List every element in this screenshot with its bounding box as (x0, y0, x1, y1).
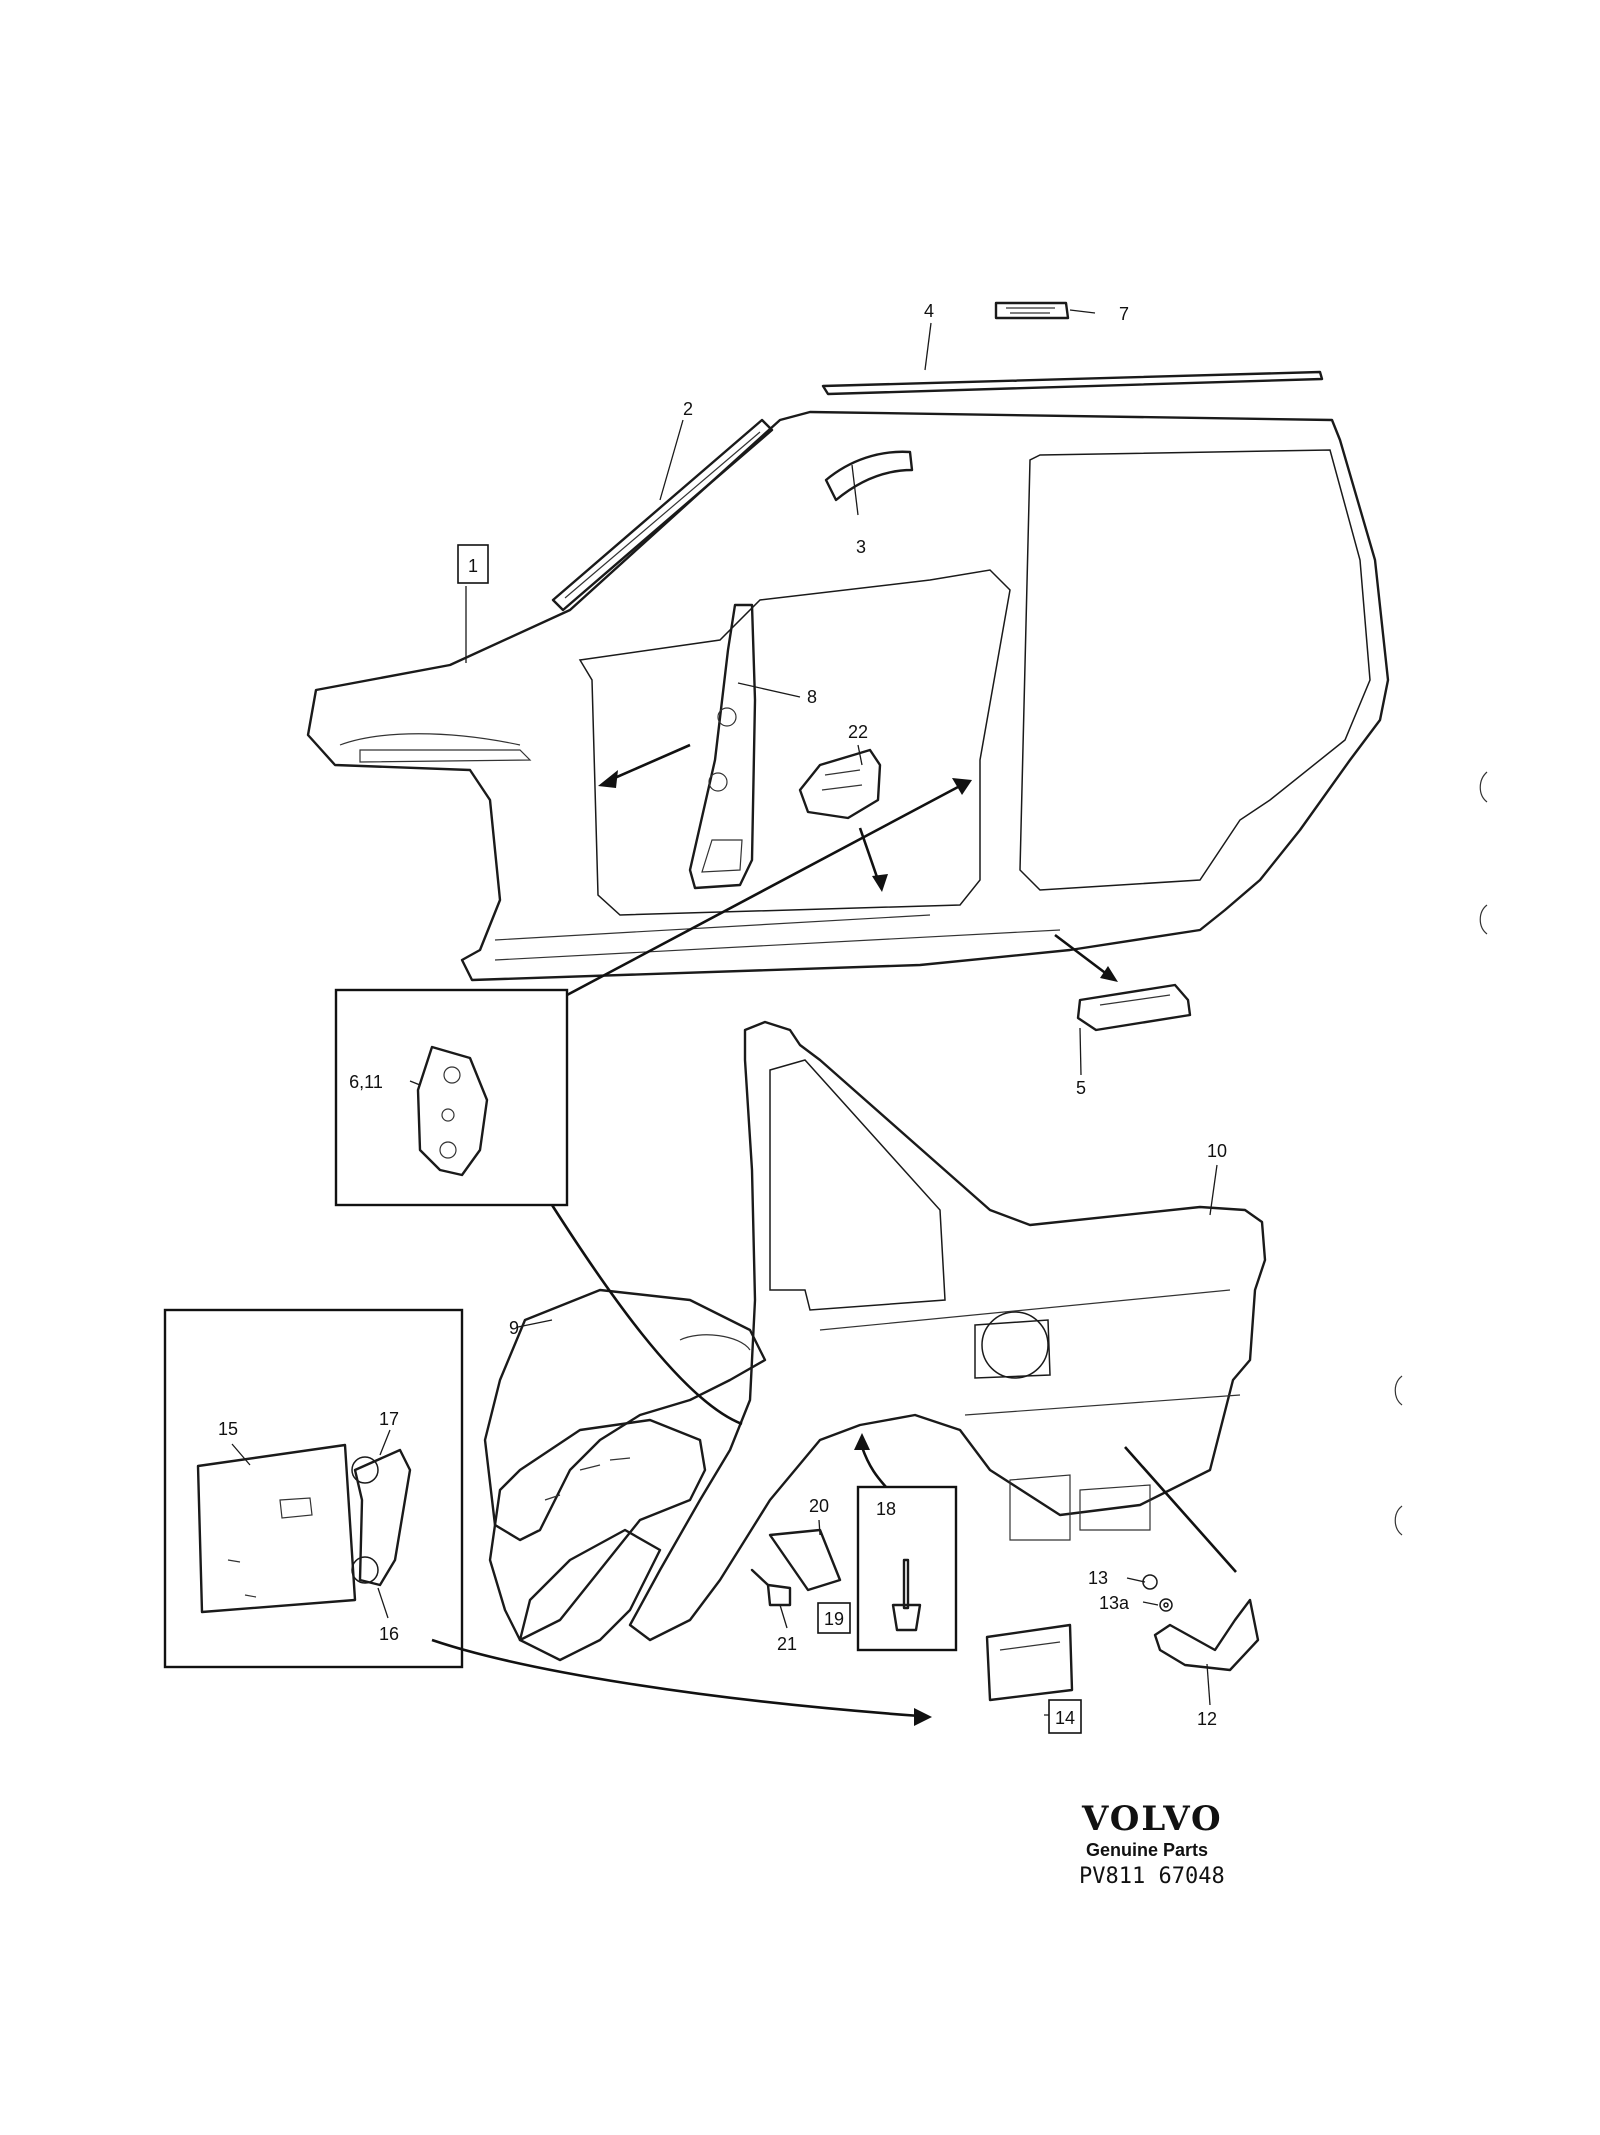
label-13a: 13a (1099, 1593, 1130, 1613)
part-4-roof-strip (821, 370, 1324, 396)
label-2: 2 (683, 399, 693, 419)
label-1: 1 (468, 556, 478, 576)
part-7-bracket (994, 301, 1070, 320)
tag-box-1 (457, 544, 489, 584)
part-2-pillar-strip (551, 418, 774, 612)
label-16: 16 (379, 1624, 399, 1644)
label-6-11: 6,11 (349, 1072, 383, 1092)
part-20-gusset (768, 1528, 842, 1592)
label-10: 10 (1207, 1141, 1227, 1161)
part-number: PV811 67048 (1079, 1864, 1225, 1889)
part-12-bracket (1153, 1598, 1260, 1672)
label-14: 14 (1055, 1708, 1075, 1728)
part-3-reinforcement (824, 450, 914, 502)
brand-subtitle: Genuine Parts (1086, 1840, 1208, 1860)
label-15: 15 (218, 1419, 238, 1439)
margin-marks (1394, 771, 1488, 1536)
callout-lines (231, 309, 1218, 1716)
brand-logo: VOLVO (1081, 1799, 1223, 1839)
tag-box-14 (1048, 1699, 1082, 1734)
label-19: 19 (824, 1609, 844, 1629)
part-1-body-side (306, 410, 1390, 982)
label-17: 17 (379, 1409, 399, 1429)
label-4: 4 (924, 301, 934, 321)
label-7: 7 (1119, 304, 1129, 324)
label-20: 20 (809, 1496, 829, 1516)
detail-box-15-16-17 (163, 1308, 464, 1669)
label-9: 9 (509, 1318, 519, 1338)
part-10-rear-quarter (628, 1020, 1267, 1642)
detail-box-18 (856, 1485, 958, 1652)
part-5-sill-plate (1076, 983, 1192, 1032)
arrows (431, 743, 1237, 1726)
label-5: 5 (1076, 1078, 1086, 1098)
label-3: 3 (856, 537, 866, 557)
part-22-bracket (798, 748, 882, 820)
label-22: 22 (848, 722, 868, 742)
detail-box-6-11 (334, 988, 569, 1207)
part-13-fasteners (1142, 1574, 1173, 1612)
label-8: 8 (807, 687, 817, 707)
part-8-b-pillar (688, 603, 757, 890)
tag-box-19 (817, 1602, 851, 1634)
part-9-wheel-house (483, 1288, 767, 1662)
label-21: 21 (777, 1634, 797, 1654)
label-13: 13 (1088, 1568, 1108, 1588)
part-21-screw (750, 1568, 792, 1607)
part-14-fuel-door (985, 1623, 1074, 1702)
label-12: 12 (1197, 1709, 1217, 1729)
label-18: 18 (876, 1499, 896, 1519)
